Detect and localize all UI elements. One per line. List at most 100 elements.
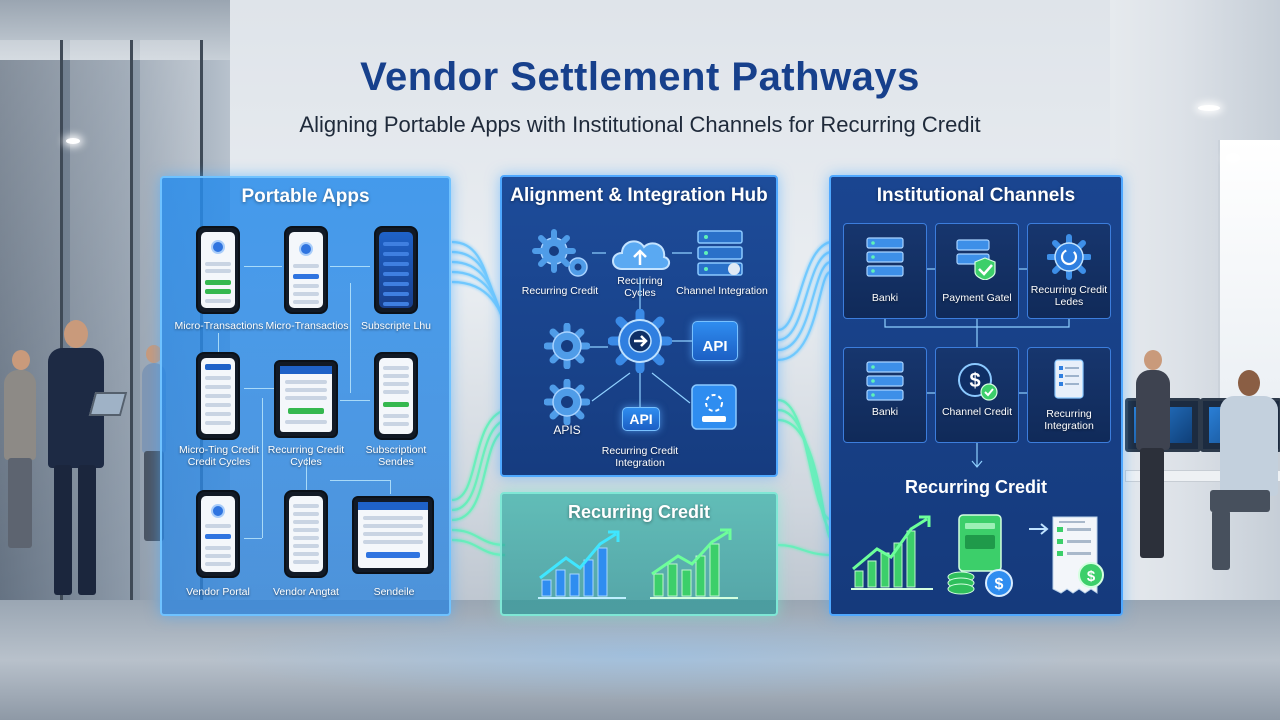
connector-apps-to-hub-green — [451, 418, 506, 512]
app-label: Recurring Credit Cycles — [267, 444, 345, 468]
connector-recurring-to-inst — [777, 543, 833, 557]
app-label: Vendor Portal — [186, 586, 250, 598]
app-phone-micro-ting-credit[interactable] — [196, 352, 240, 440]
server-icon — [866, 237, 904, 277]
inst-tile-channel-credit[interactable]: $ Channel Credit — [935, 347, 1019, 443]
inst-recurring-credit-title: Recurring Credit — [904, 477, 1048, 497]
payment-card-coins-icon: $ — [947, 514, 1013, 597]
institutional-title: Institutional Channels — [876, 185, 1076, 206]
person-with-tablet — [30, 320, 128, 605]
api-tile: API — [622, 407, 660, 431]
person-at-desk — [1190, 370, 1280, 580]
connector-apps-to-recurring — [451, 528, 506, 547]
app-phone-subscripte[interactable] — [374, 226, 418, 314]
gears-icon — [532, 229, 588, 277]
svg-text:$: $ — [995, 576, 1004, 593]
inst-tile-recurring-integration[interactable]: Recurring Integration — [1027, 347, 1111, 443]
growth-chart-icon-blue — [538, 530, 626, 599]
app-label: Subscripte Lhu — [360, 320, 432, 332]
inst-tile-bank[interactable]: Banki — [843, 223, 927, 319]
connector-line — [218, 333, 219, 353]
integration-icon — [691, 384, 737, 430]
connector-hub-to-inst — [777, 270, 831, 362]
api-label: API — [702, 338, 728, 355]
recurring-credit-title: Recurring Credit — [567, 502, 711, 522]
inst-tile-bank-2[interactable]: Banki — [843, 347, 927, 443]
app-phone-subscriptiont-sendes[interactable] — [374, 352, 418, 440]
connector-line — [244, 538, 262, 539]
connector-line — [350, 283, 351, 393]
connector-line — [390, 480, 391, 494]
inst-label: Banki — [871, 406, 899, 418]
ceiling-light — [1198, 105, 1220, 111]
app-label: Micro-Ting Credit Credit Cycles — [178, 444, 260, 468]
connector-line — [330, 480, 390, 481]
person-background — [1130, 350, 1174, 560]
floor-reflection — [200, 610, 1080, 700]
ceiling — [0, 0, 230, 60]
connector-apps-to-hub-green — [451, 408, 506, 502]
connector-apps-to-hub-green — [451, 428, 506, 522]
inst-label: Channel Credit — [941, 406, 1013, 418]
inst-label: Payment Gatel — [942, 292, 1012, 304]
connector-line — [244, 266, 282, 267]
api-tile: API — [692, 321, 738, 361]
hub-label: Recurring Credit — [521, 285, 599, 297]
server-stack-icon — [697, 230, 743, 276]
app-label: Micro-Transactios — [265, 320, 349, 332]
connector-line — [262, 398, 263, 538]
inst-label: Recurring Integration — [1044, 408, 1094, 432]
app-label: Subscriptiont Sendes — [365, 444, 427, 468]
app-phone-vendor-portal[interactable] — [196, 490, 240, 578]
connector-hub-to-inst — [777, 240, 831, 332]
gear-icon — [544, 379, 590, 425]
app-phone-vendor-angtat[interactable] — [284, 490, 328, 578]
app-label: Sendeile — [373, 586, 415, 598]
server-icon — [866, 361, 904, 401]
hub-label: Channel Integration — [676, 285, 768, 297]
document-list-icon — [1054, 359, 1084, 399]
inst-tile-recurring-credit-ledes[interactable]: Recurring Credit Ledes — [1027, 223, 1111, 319]
ceiling-light — [1226, 155, 1240, 161]
gateway-check-icon — [956, 239, 996, 280]
inst-inner-connectors — [884, 268, 1070, 468]
growth-chart-icon-green — [650, 528, 738, 599]
person-background — [0, 350, 40, 550]
central-gear-icon — [608, 309, 672, 373]
arrow-right-icon — [1029, 523, 1049, 535]
growth-chart-icon-green — [851, 515, 933, 590]
hub-label: APIS — [553, 423, 581, 437]
connector-line — [330, 266, 370, 267]
portable-apps-title: Portable Apps — [241, 186, 370, 207]
cloud-icon — [612, 240, 670, 270]
ceiling-light — [66, 138, 80, 144]
inst-label: Recurring Credit Ledes — [1030, 284, 1108, 308]
connector-line — [306, 458, 307, 490]
app-tablet-recurring-credit-cycles[interactable] — [274, 360, 338, 438]
hub-label: Recurring Credit Integration — [601, 445, 679, 469]
connector-hub-to-inst-green — [777, 418, 834, 542]
app-label: Vendor Angtat — [273, 586, 339, 598]
receipt-icon: $ — [1052, 516, 1104, 594]
refresh-gear-icon — [1047, 234, 1091, 280]
hub-inner-connectors — [590, 252, 692, 407]
svg-text:$: $ — [969, 370, 980, 392]
dollar-cycle-icon: $ — [958, 363, 998, 401]
app-tablet-sendeile[interactable] — [352, 496, 434, 574]
page-subtitle: Aligning Portable Apps with Institutiona… — [299, 112, 981, 137]
connector-apps-to-recurring — [451, 538, 506, 557]
svg-text:$: $ — [1087, 568, 1096, 585]
app-phone-micro-transactions[interactable] — [196, 226, 240, 314]
app-phone-micro-transactios[interactable] — [284, 226, 328, 314]
connector-hub-to-inst — [777, 250, 831, 342]
app-label: Micro-Transactions — [174, 320, 264, 332]
connector-hub-to-inst — [777, 260, 831, 352]
hub-title: Alignment & Integration Hub — [510, 185, 768, 206]
connector-hub-to-inst-green — [777, 398, 833, 522]
gear-icon — [544, 323, 590, 369]
inst-tile-payment-gateway[interactable]: Payment Gatel — [935, 223, 1019, 319]
page-title: Vendor Settlement Pathways — [360, 55, 920, 99]
recurring-credit-panel: Recurring Credit — [500, 492, 778, 616]
api-label: API — [629, 411, 653, 427]
floor — [0, 600, 1280, 720]
